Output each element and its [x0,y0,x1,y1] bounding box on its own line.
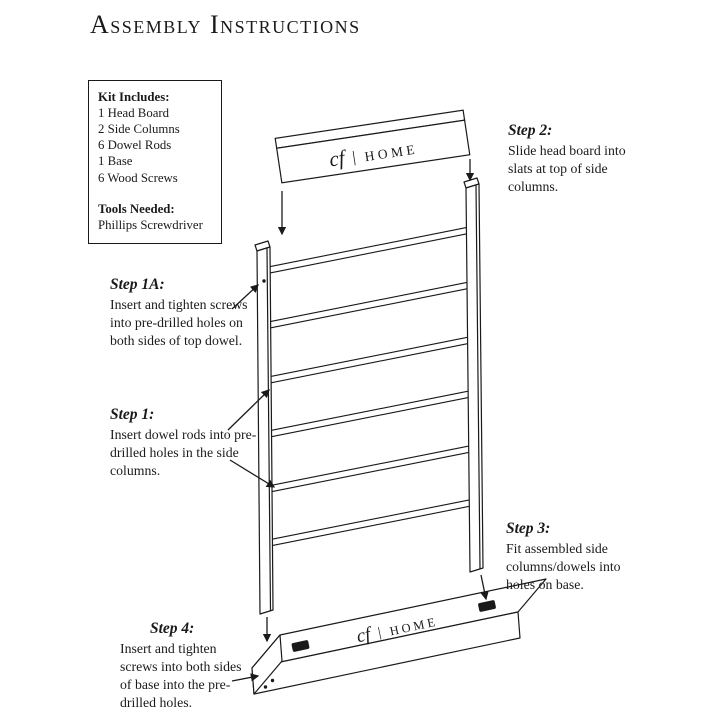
dowel-rod [268,499,471,547]
step-label: Step 3: [506,520,551,537]
kit-item: 1 Head Board [98,106,170,121]
step-text: Fit assembled side columns/dowels into h… [506,541,621,592]
base-board: cf | HOME [251,578,547,695]
brand-mark: cf [355,623,375,647]
dowel-rod [268,390,471,438]
arrow-step4-to-base-screws [231,673,260,682]
step-text: Insert and tighten screws into both side… [120,641,242,710]
kit-item: 2 Side Columns [98,122,180,137]
step-label: Step 1A: [110,276,165,293]
tools-heading: Tools Needed: [98,201,175,216]
kit-spacer [98,186,212,201]
arrow-step1a-to-screw-hole [231,284,259,310]
kit-includes-box: Kit Includes: 1 Head Board 2 Side Column… [88,80,222,244]
step-text: Insert dowel rods into pre-drilled holes… [110,427,257,478]
dowel-rod [268,281,471,329]
step-text: Insert and tighten screws into pre-drill… [110,297,248,348]
left-side-column [254,240,274,615]
base-mortise-hole-right [478,600,496,612]
headboard-front-face [275,119,471,184]
step-label: Step 1: [110,406,155,423]
step-label: Step 2: [508,122,553,139]
arrow-right-column-to-base [480,574,489,601]
kit-item: 6 Wood Screws [98,170,178,185]
column-body [465,183,484,573]
screw-hole [270,678,275,683]
dowel-rods [268,226,471,547]
base-mortise-hole-left [291,640,310,652]
step-2-note: Step 2: Slide head board into slats at t… [508,122,632,196]
logo-divider: | [351,149,357,166]
dowel-rod [268,445,471,493]
logo-divider: | [377,626,383,641]
page-title: Assembly Instructions [90,10,361,39]
step-label: Step 4: [150,620,195,637]
kit-heading: Kit Includes: [98,90,170,104]
arrow-step1-to-lower-dowel [229,459,276,488]
assembly-arrows [227,159,489,682]
dowel-rod [268,226,471,274]
right-side-column [463,177,484,573]
screw-hole [262,279,266,283]
step-text: Slide head board into slats at top of si… [508,143,626,194]
step-1a-note: Step 1A: Insert and tighten screws into … [110,276,252,350]
tools-item: Phillips Screwdriver [98,217,203,232]
dowel-rod [268,336,471,384]
head-board: cf | HOME [274,109,471,184]
column-corner-edge [266,248,272,612]
column-corner-edge [475,185,481,570]
screw-hole [263,685,268,689]
base-left-end-face [251,634,283,695]
step-4-note: Step 4: Insert and tighten screws into b… [120,620,254,712]
column-body [256,246,274,615]
kit-item: 6 Dowel Rods [98,138,172,153]
arrow-step1-to-upper-dowel [227,389,270,431]
step-1-note: Step 1: Insert dowel rods into pre-drill… [110,406,258,480]
kit-item: 1 Base [98,154,133,169]
step-3-note: Step 3: Fit assembled side columns/dowel… [506,520,648,594]
